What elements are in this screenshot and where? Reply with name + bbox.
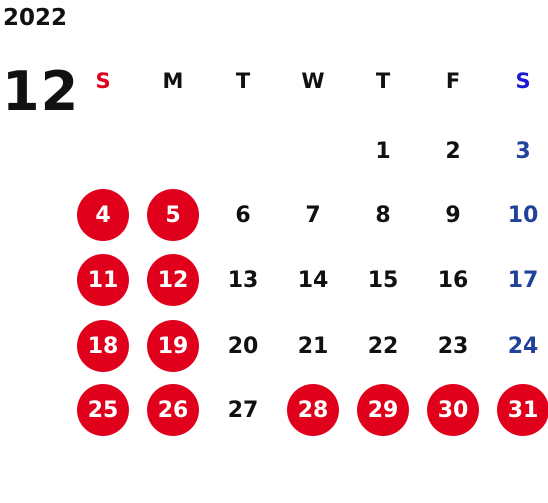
- highlighted-day-cell[interactable]: 4: [77, 189, 129, 241]
- highlighted-day-cell[interactable]: 31: [497, 384, 548, 436]
- highlighted-day-cell[interactable]: 25: [77, 384, 129, 436]
- weekday-header-saturday: S: [515, 69, 531, 93]
- month-label: 12: [2, 60, 80, 123]
- day-cell[interactable]: 2: [445, 138, 461, 164]
- day-cell[interactable]: 6: [235, 202, 251, 228]
- highlighted-day-cell[interactable]: 26: [147, 384, 199, 436]
- day-cell[interactable]: 9: [445, 202, 461, 228]
- day-cell[interactable]: 10: [507, 202, 539, 228]
- day-cell[interactable]: 13: [227, 267, 259, 293]
- highlighted-day-cell[interactable]: 5: [147, 189, 199, 241]
- highlighted-day-cell[interactable]: 28: [287, 384, 339, 436]
- weekday-header-wednesday: W: [301, 69, 325, 93]
- highlighted-day-cell[interactable]: 19: [147, 320, 199, 372]
- day-cell[interactable]: 8: [375, 202, 391, 228]
- day-cell[interactable]: 16: [437, 267, 469, 293]
- highlighted-day-cell[interactable]: 18: [77, 320, 129, 372]
- day-cell[interactable]: 17: [507, 267, 539, 293]
- weekday-header-friday: F: [445, 69, 461, 93]
- day-cell[interactable]: 22: [367, 333, 399, 359]
- day-cell[interactable]: 24: [507, 333, 539, 359]
- highlighted-day-cell[interactable]: 29: [357, 384, 409, 436]
- weekday-header-thursday: T: [375, 69, 391, 93]
- day-cell[interactable]: 27: [227, 397, 259, 423]
- weekday-header-tuesday: T: [235, 69, 251, 93]
- highlighted-day-cell[interactable]: 30: [427, 384, 479, 436]
- highlighted-day-cell[interactable]: 12: [147, 254, 199, 306]
- day-cell[interactable]: 14: [297, 267, 329, 293]
- day-cell[interactable]: 20: [227, 333, 259, 359]
- highlighted-day-cell[interactable]: 11: [77, 254, 129, 306]
- weekday-header-monday: M: [162, 69, 184, 93]
- year-label: 2022: [3, 5, 68, 31]
- day-cell[interactable]: 1: [375, 138, 391, 164]
- day-cell[interactable]: 21: [297, 333, 329, 359]
- day-cell[interactable]: 7: [305, 202, 321, 228]
- day-cell[interactable]: 23: [437, 333, 469, 359]
- day-cell[interactable]: 3: [515, 138, 531, 164]
- weekday-header-sunday: S: [95, 69, 111, 93]
- day-cell[interactable]: 15: [367, 267, 399, 293]
